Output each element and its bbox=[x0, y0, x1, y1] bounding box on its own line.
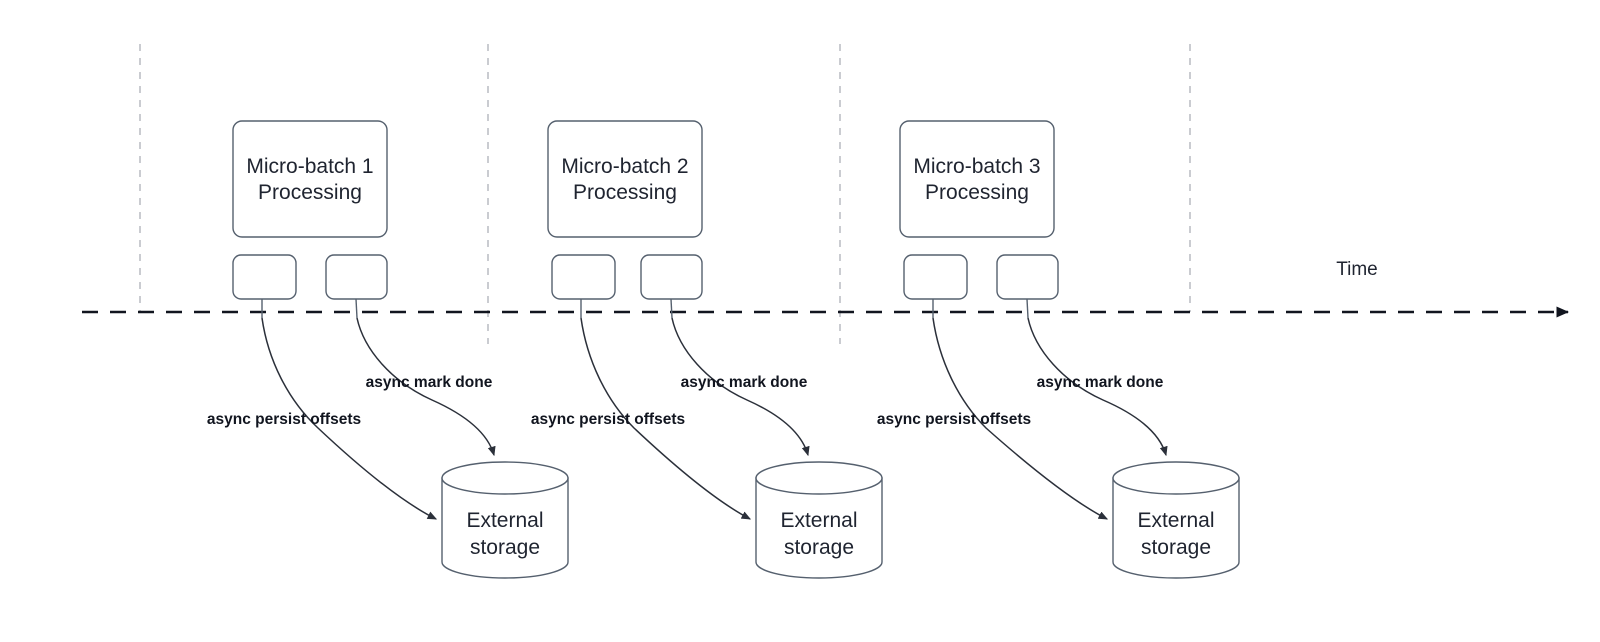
external-storage-2-label-line2: storage bbox=[784, 536, 854, 559]
edge-async-persist-offsets-2 bbox=[580, 317, 752, 520]
edge-label-async-persist-offsets-2: async persist offsets bbox=[531, 411, 685, 428]
edge-label-async-persist-offsets-3: async persist offsets bbox=[877, 411, 1031, 428]
tick-box-3b[interactable] bbox=[996, 254, 1059, 300]
micro-batch-2-label-line2: Processing bbox=[573, 181, 677, 204]
edge-async-persist-offsets-1 bbox=[261, 317, 438, 520]
external-storage-3-label-line2: storage bbox=[1141, 536, 1211, 559]
edge-label-async-mark-done-1: async mark done bbox=[366, 374, 493, 391]
external-storage-2-label-line1: External bbox=[780, 509, 857, 532]
external-storage-3-body bbox=[1112, 477, 1240, 579]
edge-async-mark-done-3 bbox=[1027, 317, 1168, 457]
group-1: Micro-batch 1 Processing External storag… bbox=[207, 120, 569, 579]
group-2: Micro-batch 2 Processing External storag… bbox=[531, 120, 883, 579]
tick-box-2b[interactable] bbox=[640, 254, 703, 300]
external-storage-3[interactable]: External storage bbox=[1112, 461, 1240, 579]
tick-box-2a[interactable] bbox=[551, 254, 616, 300]
external-storage-1-label-line2: storage bbox=[470, 536, 540, 559]
external-storage-1[interactable]: External storage bbox=[441, 461, 569, 579]
external-storage-2[interactable]: External storage bbox=[755, 461, 883, 579]
edge-async-mark-done-1 bbox=[356, 317, 496, 457]
micro-batch-2-label-line1: Micro-batch 2 bbox=[561, 155, 688, 178]
tick-box-3b-stem bbox=[1026, 298, 1029, 319]
edge-async-mark-done-2 bbox=[671, 317, 810, 457]
tick-box-1a[interactable] bbox=[232, 254, 297, 300]
external-storage-2-top bbox=[755, 461, 883, 495]
tick-box-2b-stem bbox=[670, 298, 673, 319]
micro-batch-3-processing-box[interactable] bbox=[899, 120, 1055, 238]
edge-async-persist-offsets-3 bbox=[932, 317, 1109, 520]
micro-batch-2-processing-box[interactable] bbox=[547, 120, 703, 238]
external-storage-2-body bbox=[755, 477, 883, 579]
micro-batch-3-label-line1: Micro-batch 3 bbox=[913, 155, 1040, 178]
external-storage-1-label-line1: External bbox=[466, 509, 543, 532]
external-storage-3-label-line1: External bbox=[1137, 509, 1214, 532]
edge-label-async-persist-offsets-1: async persist offsets bbox=[207, 411, 361, 428]
micro-batch-1-label-line1: Micro-batch 1 bbox=[246, 155, 373, 178]
vertical-dividers bbox=[139, 44, 1191, 344]
edge-label-async-mark-done-2: async mark done bbox=[681, 374, 808, 391]
micro-batch-3-label-line2: Processing bbox=[925, 181, 1029, 204]
micro-batch-1-processing-box[interactable] bbox=[232, 120, 388, 238]
external-storage-1-top bbox=[441, 461, 569, 495]
group-3: Micro-batch 3 Processing External storag… bbox=[877, 120, 1240, 579]
tick-box-1b[interactable] bbox=[325, 254, 388, 300]
external-storage-3-top bbox=[1112, 461, 1240, 495]
tick-box-1b-stem bbox=[355, 298, 358, 319]
edge-label-async-mark-done-3: async mark done bbox=[1037, 374, 1164, 391]
micro-batch-1-label-line2: Processing bbox=[258, 181, 362, 204]
time-axis-label: Time bbox=[1336, 259, 1378, 280]
external-storage-1-body bbox=[441, 477, 569, 579]
tick-box-3a[interactable] bbox=[903, 254, 968, 300]
